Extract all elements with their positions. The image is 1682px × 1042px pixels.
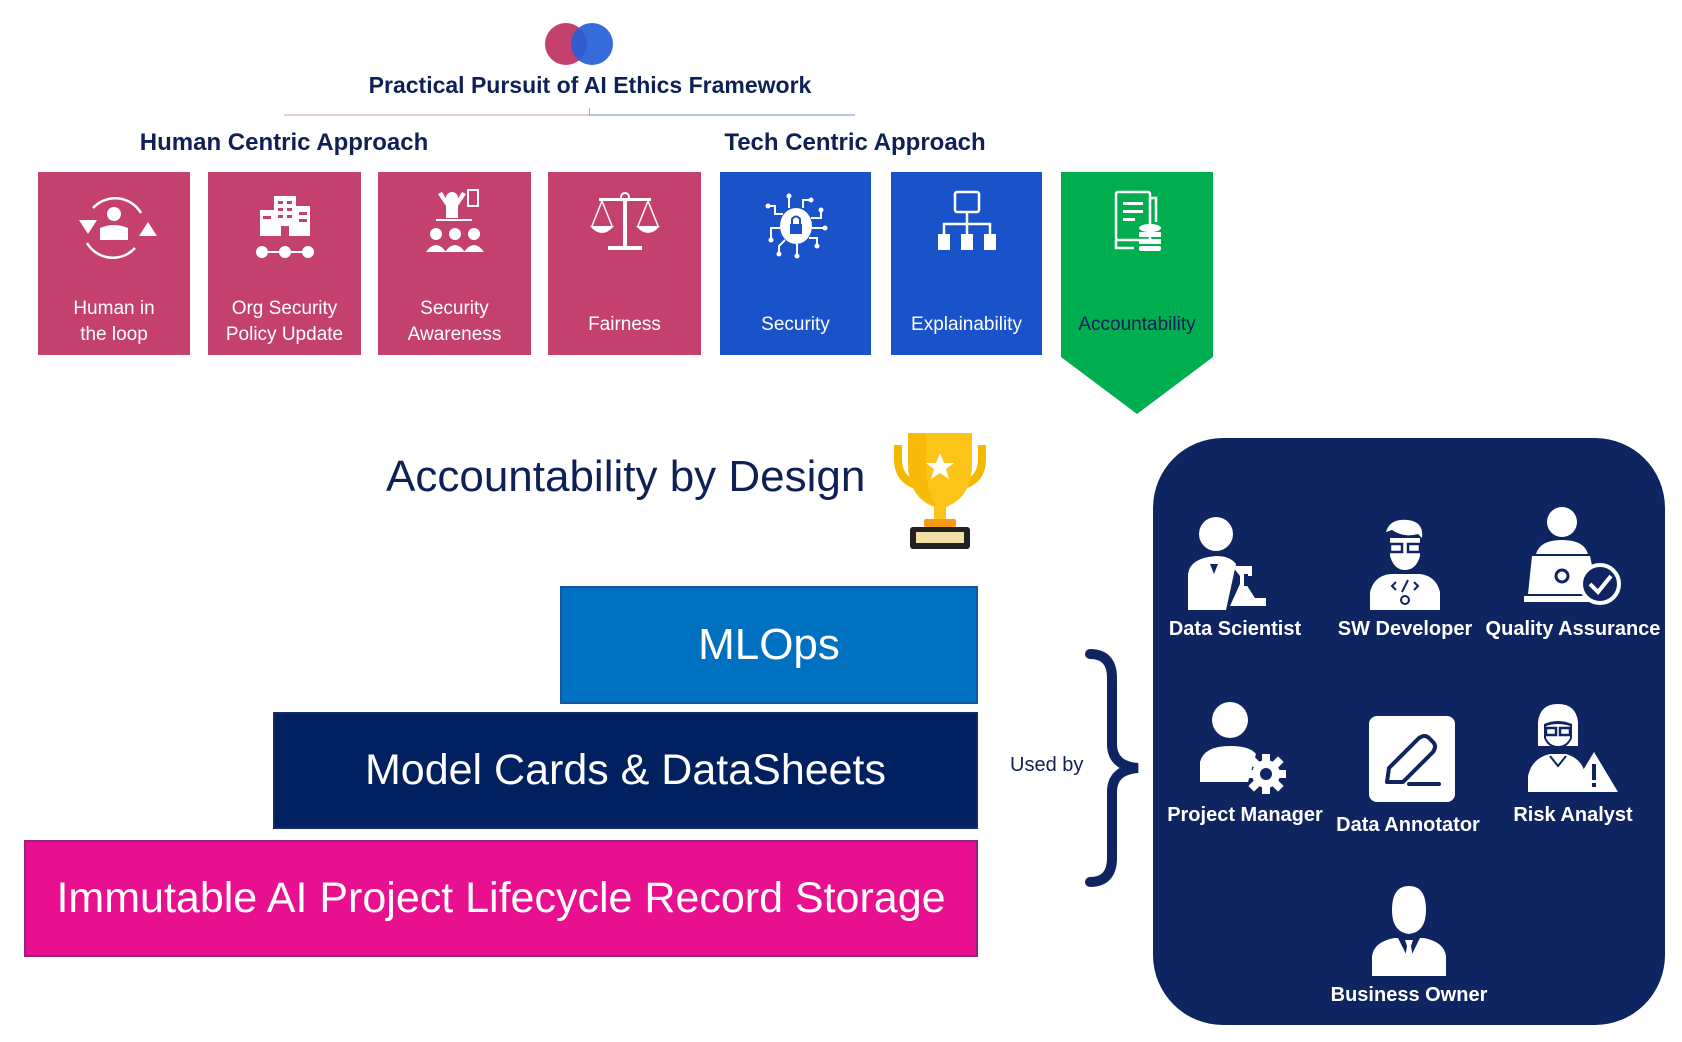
layer-mlops: MLOps xyxy=(560,586,978,704)
framework-title: Practical Pursuit of AI Ethics Framework xyxy=(368,72,812,98)
pillar-label: Accountability xyxy=(1078,314,1196,335)
used-by-label: Used by xyxy=(1010,754,1084,776)
layer-immutable-record-storage: Immutable AI Project Lifecycle Record St… xyxy=(24,840,978,957)
human-in-loop-icon xyxy=(79,196,157,260)
overlapping-circles-logo-icon xyxy=(545,23,613,65)
pillar-fairness[interactable]: Fairness xyxy=(548,172,701,355)
role-data-annotator[interactable]: Data Annotator xyxy=(1325,710,1491,837)
role-risk-analyst[interactable]: Risk Analyst xyxy=(1487,700,1659,827)
document-database-icon xyxy=(1114,190,1161,251)
role-label: Risk Analyst xyxy=(1513,804,1633,826)
role-label: Data Annotator xyxy=(1336,814,1480,836)
business-owner-icon xyxy=(1372,886,1446,976)
role-data-scientist[interactable]: Data Scientist xyxy=(1155,514,1315,641)
role-quality-assurance[interactable]: Quality Assurance xyxy=(1483,504,1663,641)
human-centric-heading: Human Centric Approach xyxy=(139,129,429,156)
role-business-owner[interactable]: Business Owner xyxy=(1319,880,1499,1007)
training-audience-icon xyxy=(425,189,484,252)
data-annotator-icon xyxy=(1369,716,1455,802)
hierarchy-icon xyxy=(937,190,996,250)
data-scientist-icon xyxy=(1188,517,1266,610)
accountability-arrow-shape xyxy=(1061,172,1213,414)
role-label: SW Developer xyxy=(1337,618,1473,640)
role-project-manager[interactable]: Project Manager xyxy=(1165,700,1325,827)
role-sw-developer[interactable]: SW Developer xyxy=(1325,514,1485,641)
project-manager-icon xyxy=(1200,702,1286,794)
tech-centric-heading: Tech Centric Approach xyxy=(724,129,986,156)
divider-tech xyxy=(590,114,855,116)
pillar-accountability[interactable]: Accountability xyxy=(1061,172,1213,414)
accountability-by-design-title: Accountability by Design xyxy=(386,452,866,501)
role-label: Data Scientist xyxy=(1168,618,1302,640)
risk-analyst-icon xyxy=(1528,704,1618,792)
layer-model-cards-datasheets: Model Cards & DataSheets xyxy=(273,712,978,829)
role-label: Project Manager xyxy=(1167,804,1323,826)
role-label: Quality Assurance xyxy=(1485,618,1661,640)
software-developer-icon xyxy=(1370,519,1440,610)
scales-icon xyxy=(589,192,660,250)
pillar-label: Security xyxy=(761,314,830,335)
divider-tick xyxy=(589,108,590,116)
pillar-label: Fairness xyxy=(588,314,661,335)
pillar-explainability[interactable]: Explainability xyxy=(891,172,1042,355)
role-label: Business Owner xyxy=(1330,984,1488,1006)
pillar-security[interactable]: Security xyxy=(720,172,871,355)
curly-brace-icon xyxy=(1085,649,1139,887)
divider-human xyxy=(284,114,590,116)
trophy-icon xyxy=(894,433,986,549)
pillar-label: Explainability xyxy=(911,314,1022,335)
org-building-policy-icon xyxy=(255,196,314,258)
quality-assurance-icon xyxy=(1524,507,1621,605)
circuit-lock-icon xyxy=(765,193,827,259)
roles-panel: Data Scientist SW Developer Quality Assu… xyxy=(1153,438,1665,1025)
